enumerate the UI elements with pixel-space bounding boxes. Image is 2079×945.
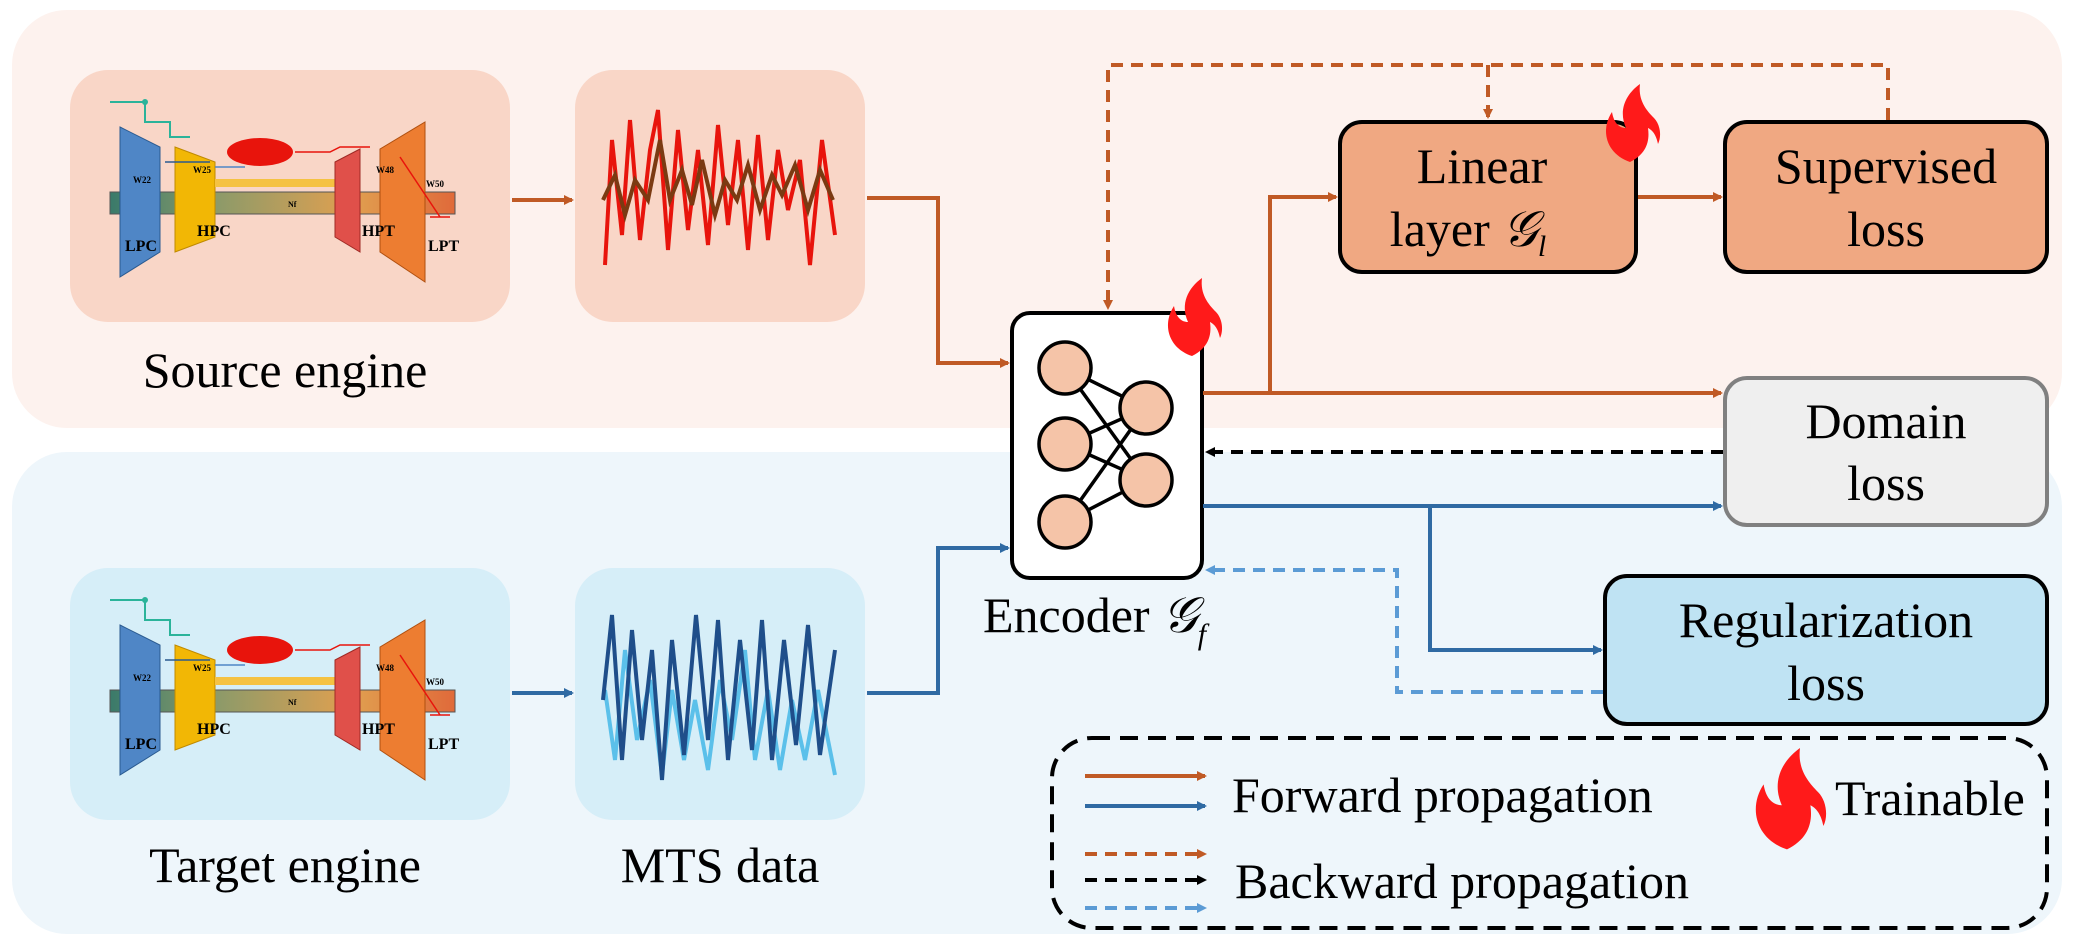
w22-label-target: W22	[133, 673, 152, 683]
supervised-loss-line1: Supervised	[1775, 138, 1997, 194]
arrow-target-mts-to-encoder	[867, 543, 1010, 695]
domain-loss-box	[1723, 376, 2049, 527]
w22-label: W22	[133, 175, 152, 185]
encoder-label: Encoder 𝒢f	[983, 587, 1210, 651]
nf-label-target: Nf	[288, 698, 297, 707]
nf-label: Nf	[288, 200, 297, 209]
linear-layer-line1: Linear	[1417, 138, 1548, 194]
neural-network-icon	[1037, 340, 1174, 550]
hpc-label: HPC	[197, 223, 231, 240]
source-engine-parts: LPC HPC HPT LPT W22 W25 W48 W50 Nf	[125, 165, 459, 255]
linear-layer-box	[1338, 120, 1638, 274]
linear-layer-line2: layer 𝒢l	[1390, 201, 1546, 263]
source-engine-label: Source engine	[143, 342, 428, 398]
domain-loss-line2: loss	[1847, 455, 1925, 511]
legend-trainable-label: Trainable	[1835, 770, 2025, 826]
lpt-label-target: LPT	[428, 736, 459, 753]
hpt-label-target: HPT	[362, 721, 395, 738]
regularization-loss-line1: Regularization	[1679, 592, 1973, 648]
w48-label-target: W48	[376, 663, 395, 673]
arrow-backward-regularization-to-encoder	[1205, 565, 1603, 694]
target-engine-label: Target engine	[149, 837, 421, 893]
w25-label-target: W25	[193, 663, 212, 673]
lpt-label: LPT	[428, 238, 459, 255]
w25-label: W25	[193, 165, 212, 175]
legend-forward-label: Forward propagation	[1232, 767, 1653, 823]
supervised-loss-box	[1723, 120, 2049, 274]
domain-loss-line1: Domain	[1805, 393, 1966, 449]
arrow-encoder-to-regularization	[1428, 506, 1603, 655]
regularization-loss-line2: loss	[1787, 655, 1865, 711]
hpc-label-target: HPC	[197, 721, 231, 738]
legend-box	[1050, 736, 2049, 930]
source-region	[12, 10, 2062, 428]
target-region	[12, 452, 2062, 934]
hpt-label: HPT	[362, 223, 395, 240]
w50-label: W50	[426, 179, 445, 189]
target-time-series-icon	[601, 614, 837, 781]
source-time-series-icon	[601, 109, 837, 266]
arrow-source-mts-to-encoder	[867, 196, 1010, 368]
legend-backward-label: Backward propagation	[1235, 853, 1689, 909]
mts-data-label: MTS data	[621, 837, 820, 893]
target-engine-parts: LPC HPC HPT LPT W22 W25 W48 W50 Nf	[125, 663, 459, 753]
w50-label-target: W50	[426, 677, 445, 687]
arrow-backward-supervised-to-encoder	[1103, 63, 1890, 310]
regularization-loss-box	[1603, 574, 2049, 726]
lpc-label: LPC	[125, 238, 157, 255]
supervised-loss-line2: loss	[1847, 201, 1925, 257]
lpc-label-target: LPC	[125, 736, 157, 753]
w48-label: W48	[376, 165, 395, 175]
